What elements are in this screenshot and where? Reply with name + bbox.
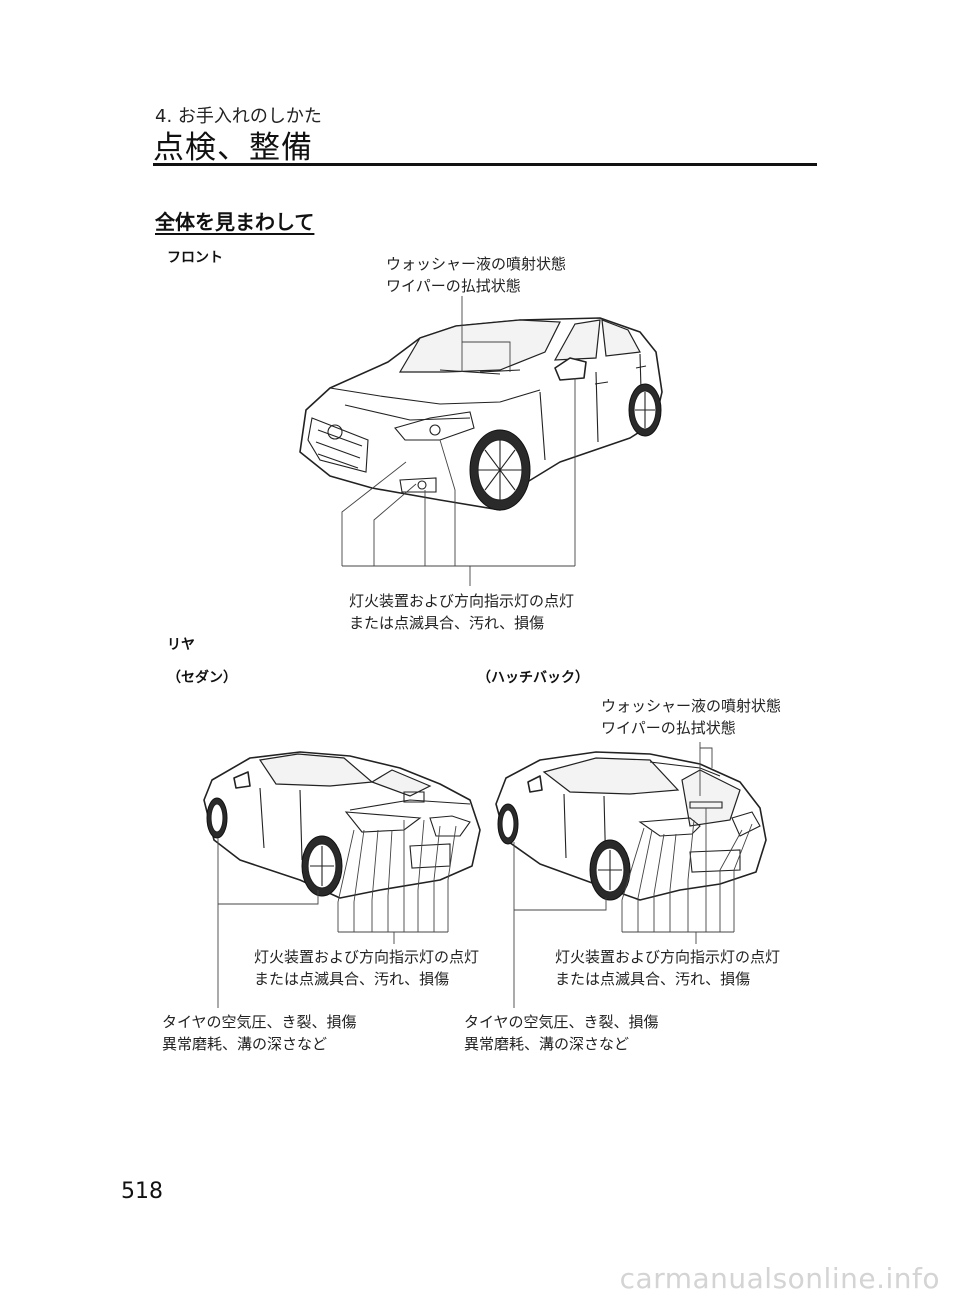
hatch-caption-lights-line1: 灯火装置および方向指示灯の点灯 — [555, 948, 781, 966]
section-number: 4. お手入れのしかた — [155, 106, 322, 127]
front-label: フロント — [167, 250, 223, 266]
hatch-caption-lights: 灯火装置および方向指示灯の点灯 または点滅具合、汚れ、損傷 — [555, 946, 780, 990]
header-rule — [153, 163, 817, 166]
hatch-caption-washer: ウォッシャー液の噴射状態 ワイパーの払拭状態 — [601, 695, 781, 739]
page-heading: 全体を見まわして — [155, 210, 315, 234]
front-caption-lights-line1: 灯火装置および方向指示灯の点灯 — [349, 592, 575, 610]
rear-label: リヤ — [167, 637, 195, 653]
hatchback-rear-illustration — [495, 751, 767, 901]
front-car-illustration — [299, 317, 663, 511]
sedan-rear-illustration — [203, 751, 481, 899]
hatch-caption-lights-line2: または点滅具合、汚れ、損傷 — [555, 970, 751, 988]
front-caption-washer-line1: ウォッシャー液の噴射状態 — [386, 255, 567, 273]
sedan-caption-lights-line1: 灯火装置および方向指示灯の点灯 — [254, 948, 480, 966]
front-leader-lines — [341, 296, 576, 586]
hatch-caption-washer-line2: ワイパーの払拭状態 — [601, 719, 736, 737]
front-caption-lights-line2: または点滅具合、汚れ、損傷 — [349, 614, 545, 632]
sedan-caption-lights: 灯火装置および方向指示灯の点灯 または点滅具合、汚れ、損傷 — [254, 946, 479, 990]
front-caption-washer-line2: ワイパーの払拭状態 — [386, 277, 521, 295]
page-number: 518 — [121, 1179, 163, 1204]
sedan-caption-tire: タイヤの空気圧、き裂、損傷 異常磨耗、溝の深さなど — [162, 1011, 357, 1055]
front-caption-washer: ウォッシャー液の噴射状態 ワイパーの払拭状態 — [386, 253, 566, 297]
hatchback-label: （ハッチバック） — [477, 670, 589, 686]
hatchback-leader-lines — [513, 742, 753, 1008]
front-caption-lights: 灯火装置および方向指示灯の点灯 または点滅具合、汚れ、損傷 — [349, 590, 574, 634]
section-title: 点検、整備 — [153, 130, 313, 166]
hatch-caption-tire-line2: 異常磨耗、溝の深さなど — [464, 1035, 630, 1053]
hatch-caption-tire: タイヤの空気圧、き裂、損傷 異常磨耗、溝の深さなど — [464, 1011, 659, 1055]
sedan-caption-lights-line2: または点滅具合、汚れ、損傷 — [254, 970, 450, 988]
hatch-caption-tire-line1: タイヤの空気圧、き裂、損傷 — [464, 1013, 659, 1031]
hatch-caption-washer-line1: ウォッシャー液の噴射状態 — [601, 697, 782, 715]
watermark: carmanualsonline.info — [619, 1262, 940, 1295]
sedan-leader-lines — [217, 819, 457, 1008]
sedan-caption-tire-line1: タイヤの空気圧、き裂、損傷 — [162, 1013, 357, 1031]
sedan-label: （セダン） — [167, 670, 237, 686]
sedan-caption-tire-line2: 異常磨耗、溝の深さなど — [162, 1035, 328, 1053]
